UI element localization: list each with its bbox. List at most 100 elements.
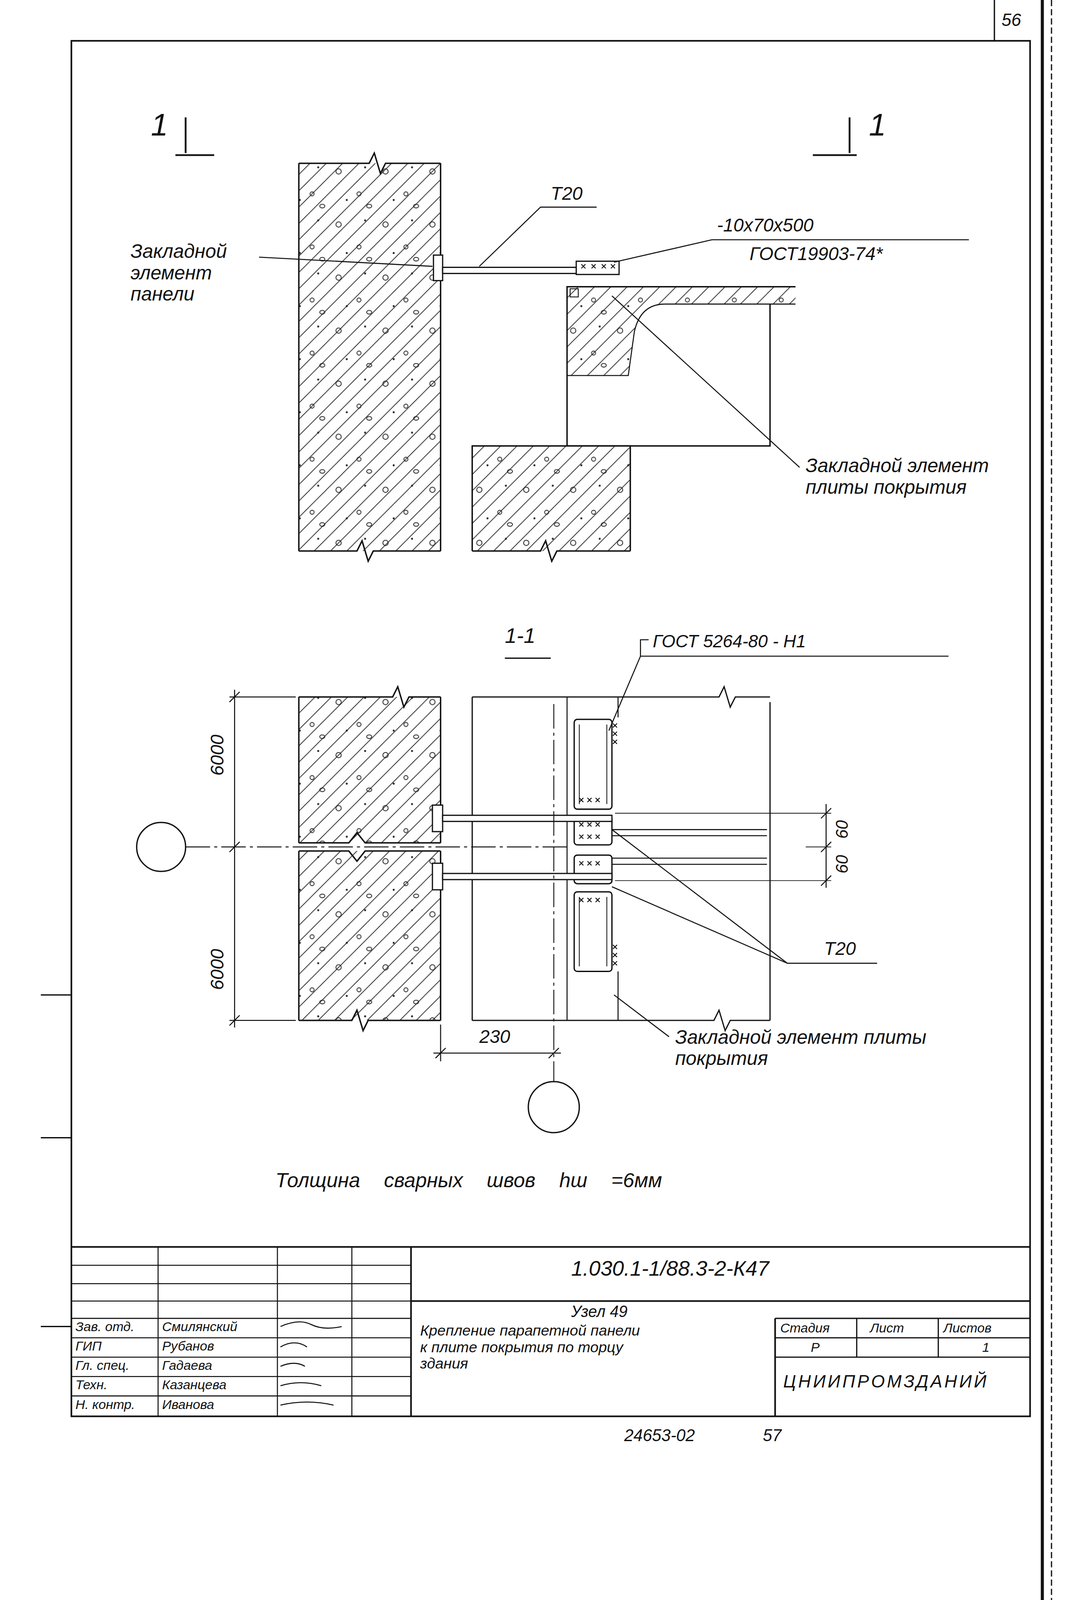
weld-standard: ГОСТ 5264-80 - Н1: [652, 631, 806, 651]
weld-standard-text: ГОСТ 5264-80 - Н1: [652, 631, 806, 651]
title-underline: [505, 657, 551, 659]
title-block-cell-text: Техн.: [75, 1377, 108, 1392]
slab-hatch: [567, 286, 796, 376]
title-block-cell-text: Казанцева: [162, 1377, 227, 1392]
panel-embed: [432, 863, 443, 890]
slab-rib: [567, 304, 796, 376]
title-block-cell: ГИП: [75, 1338, 103, 1353]
title-block-cell-text: Иванова: [162, 1396, 215, 1412]
dimension-line: [229, 689, 297, 1028]
title-block-cell-text: Р: [810, 1339, 820, 1355]
slab-edge: [567, 696, 619, 1021]
node-title-text: Узел 49: [571, 1302, 628, 1321]
panel-aggregate: [298, 163, 441, 551]
margin-tick: [40, 994, 72, 1327]
dimension-text: 6000: [206, 948, 228, 990]
title-block-cell-text: Н. контр.: [75, 1396, 136, 1412]
title-block-line: [410, 1246, 412, 1417]
title-block-cell-text: Листов: [943, 1320, 992, 1335]
panel-embed: [433, 255, 443, 281]
title-block-cell-text: Гл. спец.: [75, 1357, 130, 1373]
panel-embed: [432, 805, 443, 832]
axis-line: [185, 846, 572, 848]
axis-bubble: [136, 822, 186, 872]
dimension: 230: [479, 1026, 511, 1047]
panel-hatch: [298, 850, 441, 1021]
binding-edge: [1051, 0, 1053, 1600]
dimension-text: 230: [479, 1025, 511, 1047]
plate: [576, 261, 620, 275]
part-mark-text: Т20: [824, 937, 856, 959]
slab-embed: [574, 891, 612, 972]
axis-bubble: [528, 1081, 580, 1133]
organization-text: ЦНИИПРОМЗДАНИЙ: [783, 1371, 989, 1391]
title-block-cell-text: Смилянский: [162, 1318, 238, 1334]
weld-mark: [579, 723, 618, 966]
panel-aggregate: [298, 850, 441, 1021]
title-block-line: [157, 1246, 352, 1417]
roof-slab: [472, 686, 770, 1031]
title-block-cell: Листов: [943, 1320, 992, 1335]
rod-t20: [442, 815, 612, 822]
slab-embed: [574, 719, 612, 810]
title-block-cell: Стадия: [780, 1320, 830, 1335]
parapet-panel: [298, 850, 441, 1031]
title-block-cell-text: ГИП: [75, 1338, 103, 1353]
drawing-code-text: 1.030.1-1/88.3-2-К47: [571, 1256, 770, 1280]
section-title: 1-1: [505, 624, 536, 648]
leader-line: [614, 994, 670, 1037]
extension-line: [615, 813, 832, 881]
title-block-line: [774, 1318, 777, 1417]
title-block-cell: Н. контр.: [75, 1396, 136, 1412]
section-mark-text: 1: [868, 107, 887, 143]
title-block-cell-text: Гадаева: [162, 1357, 213, 1373]
beam-aggregate: [472, 445, 631, 551]
section-cut-mark: [175, 117, 858, 156]
callout-label: Закладной элемент плиты покрытия: [805, 454, 1025, 498]
dimension: 6000: [207, 948, 228, 990]
title-block-line: [410, 1300, 1030, 1302]
title-block-line: [71, 1245, 1030, 1248]
section-mark-text: 1: [150, 107, 169, 143]
slab-aggregate: [567, 286, 796, 376]
sheet-title: Крепление парапетной панели к плите покр…: [420, 1322, 643, 1372]
rod-t20: [442, 873, 612, 880]
dimension-line: [820, 803, 832, 888]
panel-hatch: [298, 163, 441, 551]
standard-ref-text: ГОСТ19903-74*: [749, 243, 883, 264]
title-block-line: [775, 1318, 1031, 1357]
sheet-title-text: Крепление парапетной панели к плите покр…: [420, 1321, 640, 1372]
archive-number-text: 57: [762, 1425, 782, 1445]
title-block-cell: 1: [981, 1339, 990, 1355]
dimension-text: 6000: [206, 734, 228, 776]
title-block-cell-text: Стадия: [780, 1320, 830, 1335]
parapet-panel: [298, 686, 441, 843]
leader-line: [611, 829, 878, 964]
axis-line: [553, 703, 555, 1082]
title-block-cell: Гл. спец.: [75, 1357, 130, 1373]
title-block-cell: Рубанов: [162, 1338, 215, 1353]
callout-label: Закладной элемент панели: [130, 240, 253, 305]
supporting-beam: [472, 445, 631, 561]
note: Толщина сварных швов hш =6мм: [275, 1168, 663, 1192]
slab-embed: [579, 724, 608, 967]
standard-ref: ГОСТ19903-74*: [749, 243, 883, 264]
title-block: [71, 1246, 1030, 1417]
title-block-cell: Лист: [869, 1320, 904, 1335]
organization: ЦНИИПРОМЗДАНИЙ: [783, 1371, 989, 1391]
dimension-line: [433, 1024, 561, 1061]
leader-line: [611, 295, 800, 468]
title-block-cell: Иванова: [162, 1396, 215, 1412]
plate-size-text: -10х70х500: [717, 214, 814, 236]
title-block-cell: Зав. отд.: [75, 1318, 135, 1334]
title-block-cell-text: 1: [981, 1339, 990, 1355]
signature: [280, 1321, 342, 1405]
archive-number: 24653-02: [624, 1426, 696, 1445]
part-mark-text: Т20: [550, 183, 583, 204]
title-block-cell-text: Зав. отд.: [75, 1318, 135, 1334]
leader-line: [608, 639, 949, 731]
leader-line: [259, 256, 433, 267]
node-title: Узел 49: [571, 1302, 628, 1321]
